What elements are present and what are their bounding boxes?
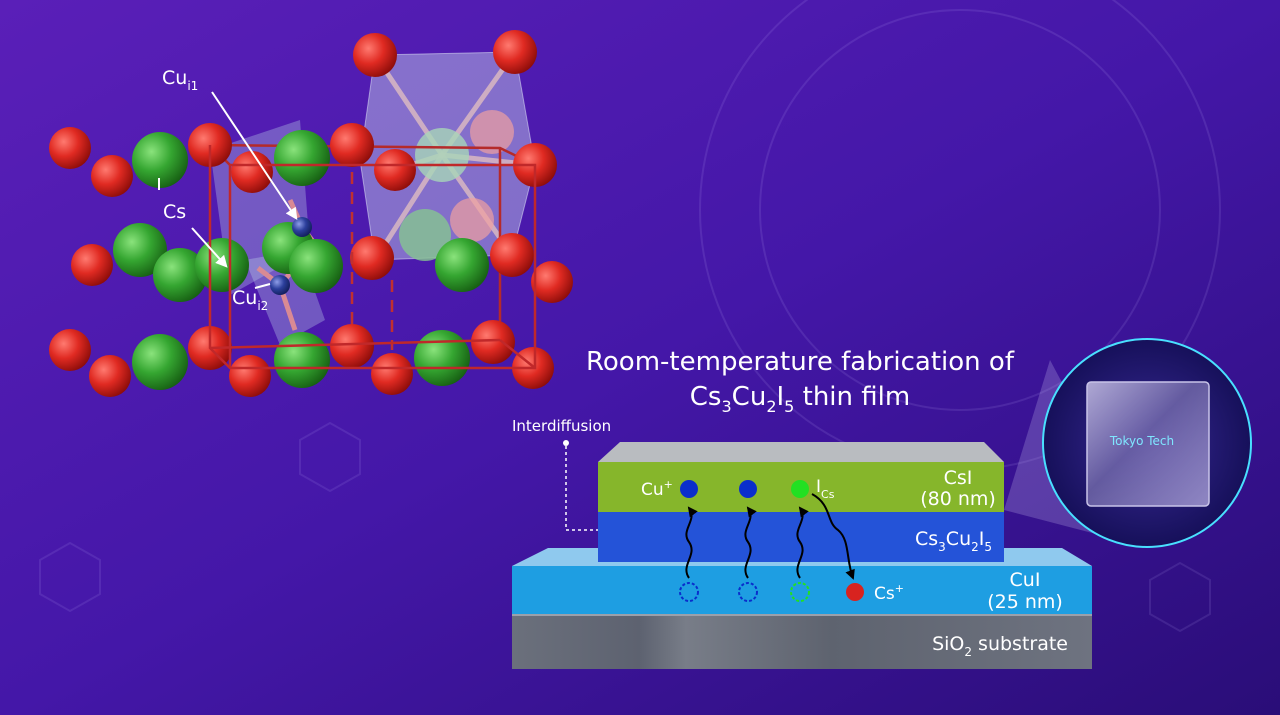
csi-label: CsI xyxy=(944,467,973,489)
cs3cu2i5-layer: Cs3Cu2I5 xyxy=(598,512,1004,562)
iodine-ion xyxy=(791,480,809,498)
film-photo-text: Tokyo Tech xyxy=(1109,434,1174,448)
cesium-atom xyxy=(435,238,489,292)
cs-label: Cs xyxy=(163,201,186,223)
iodine-atom xyxy=(330,324,374,368)
cesium-atom xyxy=(195,238,249,292)
cesium-atom xyxy=(274,130,330,186)
cesium-atom xyxy=(153,248,207,302)
iodine-atom xyxy=(374,149,416,191)
cesium-atom xyxy=(415,128,469,182)
film-photo-inset: Tokyo Tech xyxy=(1004,338,1252,548)
iodine-atom xyxy=(493,30,537,74)
cu-i2-label: Cui2 xyxy=(232,287,268,313)
interdiffusion-label: Interdiffusion xyxy=(512,417,611,435)
iodine-atom xyxy=(353,33,397,77)
film-sample xyxy=(1086,381,1210,507)
iodine-atom xyxy=(490,233,534,277)
cesium-atom xyxy=(289,239,343,293)
cesium-atom xyxy=(132,334,188,390)
iodine-atom xyxy=(350,236,394,280)
iodine-atom xyxy=(470,110,514,154)
cs-ion xyxy=(846,583,864,601)
iodine-atom xyxy=(450,198,494,242)
fabrication-schematic: Room-temperature fabrication of Cs3Cu2I5… xyxy=(512,347,1092,669)
iodine-atom xyxy=(231,151,273,193)
substrate-layer: SiO2 substrate xyxy=(512,613,1092,669)
iodine-atom xyxy=(89,355,131,397)
copper-atom xyxy=(292,217,312,237)
fabrication-title-line1: Room-temperature fabrication of xyxy=(586,347,1015,377)
cu-plus-label: Cu+ xyxy=(641,478,673,500)
iodine-atom xyxy=(91,155,133,197)
cu-ion xyxy=(739,480,757,498)
cesium-atom xyxy=(414,330,470,386)
iodine-atom xyxy=(330,123,374,167)
iodine-atom xyxy=(49,127,91,169)
i-cs-label: ICs xyxy=(816,477,835,501)
iodine-atom xyxy=(71,244,113,286)
iodine-vacancy xyxy=(790,582,810,602)
cu-vacancy xyxy=(738,582,758,602)
cs3cu2i5-label: Cs3Cu2I5 xyxy=(915,528,992,554)
cu-vacancy xyxy=(679,582,699,602)
iodine-atom xyxy=(531,261,573,303)
cui-thickness: (25 nm) xyxy=(987,591,1063,613)
fabrication-title-line2: Cs3Cu2I5 thin film xyxy=(690,382,910,416)
iodine-atom xyxy=(471,320,515,364)
substrate-label: SiO2 substrate xyxy=(932,633,1068,659)
cesium-atom xyxy=(113,223,167,277)
cu-ion xyxy=(680,480,698,498)
cesium-atom xyxy=(399,209,451,261)
iodine-atom xyxy=(49,329,91,371)
csi-thickness: (80 nm) xyxy=(920,488,996,510)
cs-plus-label: Cs+ xyxy=(874,582,904,604)
csi-layer: CsI (80 nm) xyxy=(598,442,1004,512)
copper-atom xyxy=(270,275,290,295)
iodine-atom xyxy=(229,355,271,397)
iodine-atom xyxy=(371,353,413,395)
crystal-structure: Cui1 Cs Cui2 xyxy=(49,30,573,397)
cesium-atom xyxy=(274,332,330,388)
cesium-atom xyxy=(132,132,188,188)
cu-i1-label: Cui1 xyxy=(162,67,198,93)
cui-label: CuI xyxy=(1010,569,1041,591)
